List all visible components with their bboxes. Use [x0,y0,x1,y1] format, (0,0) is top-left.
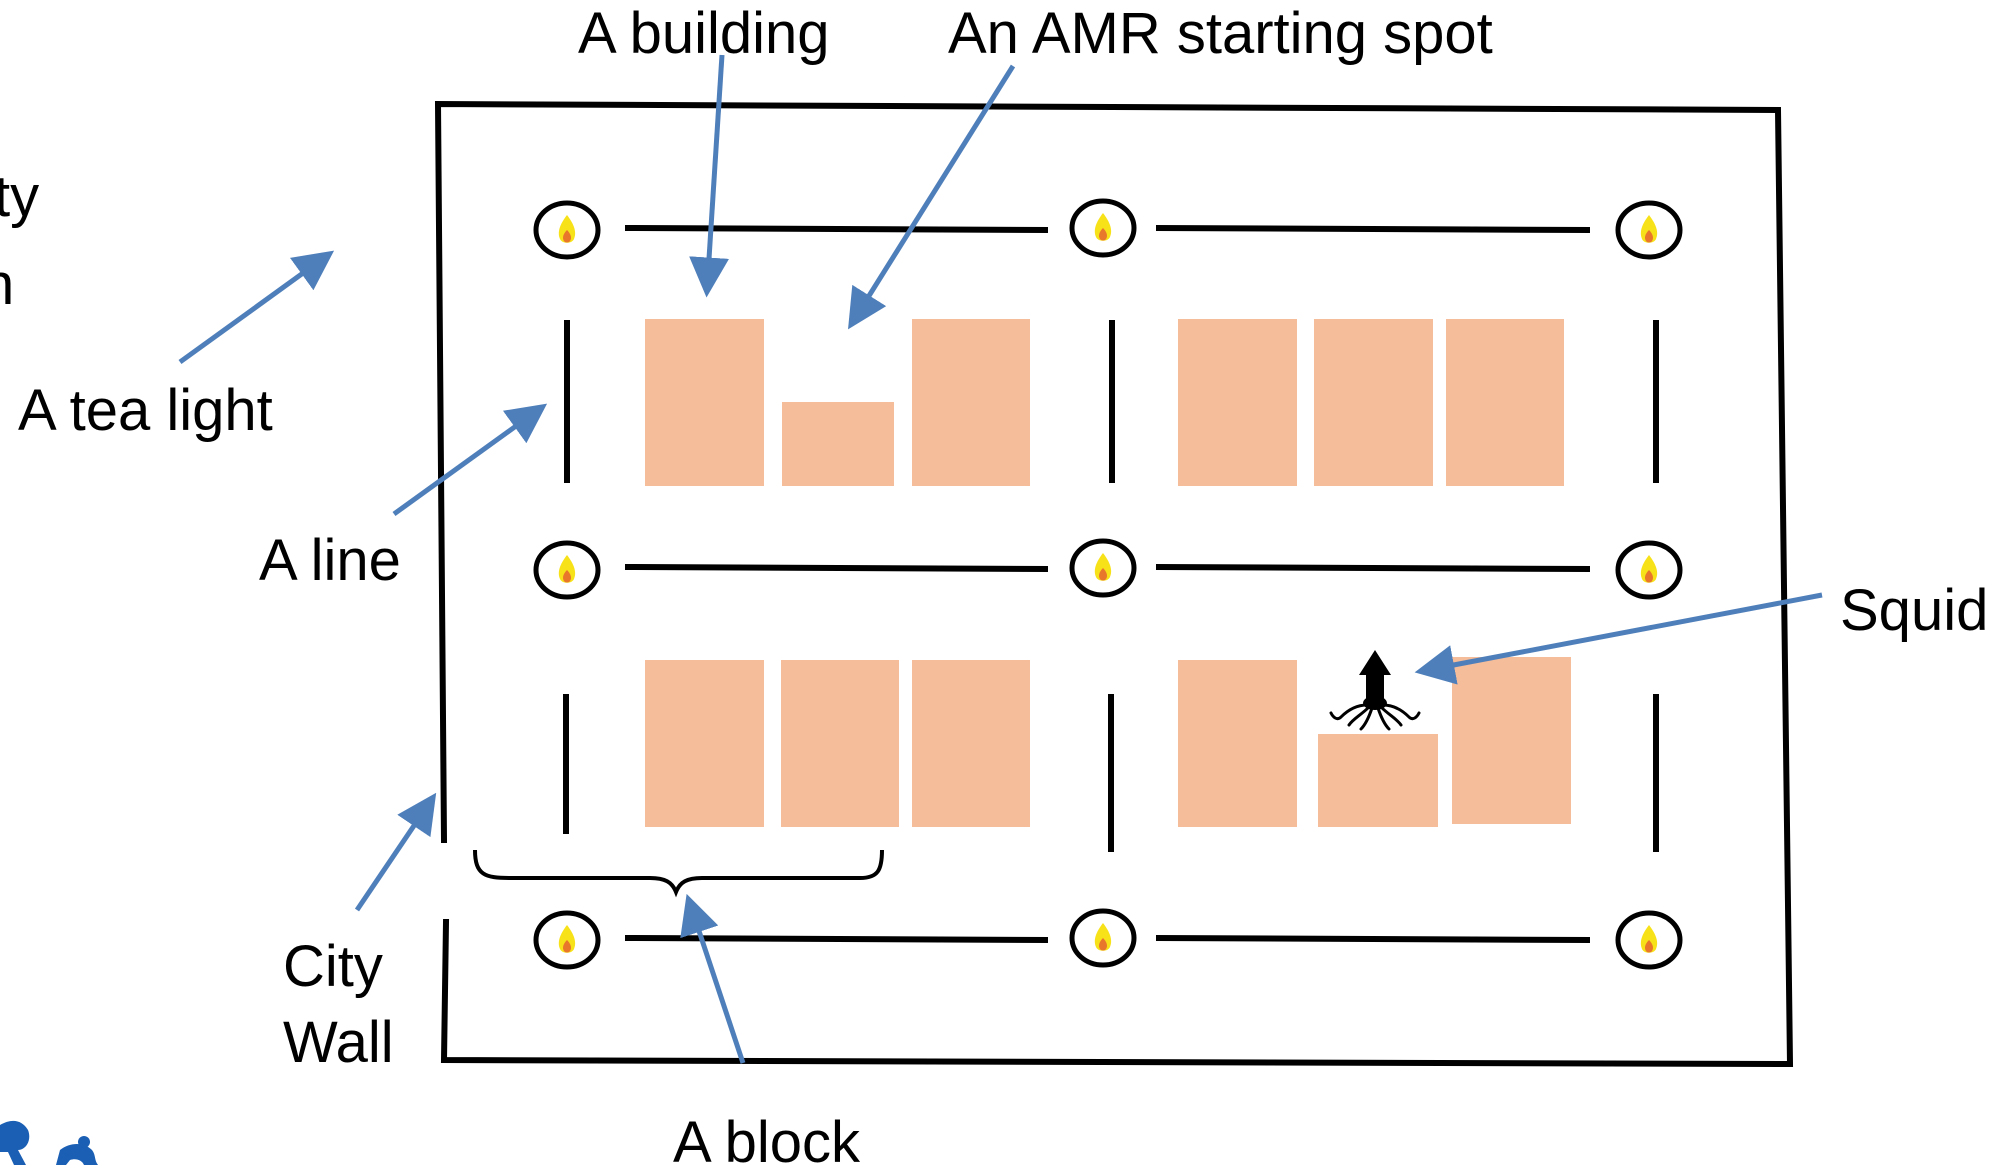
horizontal-lines [624,225,1591,943]
tea-light-icon [533,910,601,970]
tea-light-icon [1069,538,1137,598]
amr-starting-spot-building [782,402,894,486]
label-partial-2: n [0,252,14,317]
building [1178,319,1297,486]
tea-light-icon [533,200,601,260]
arrows [178,54,1823,1064]
building [1318,734,1438,827]
tea-light-icon [1615,540,1683,600]
city-wall [434,100,1794,1068]
arrow-line [392,403,548,517]
arrow-block [680,893,746,1064]
arrow-squid [1414,592,1823,685]
line [1155,564,1591,572]
tea-light-icon [1615,910,1683,970]
label-amr-start: An AMR starting spot [948,1,1493,66]
line [1155,225,1591,233]
label-line: A line [259,528,401,593]
arrow-city-wall [354,792,437,912]
label-squid: Squid [1840,578,1988,643]
arrow-tea-light [178,250,335,365]
building [1178,660,1297,827]
building [1446,319,1564,486]
building [645,660,764,827]
block-brace [473,849,884,898]
line [624,564,1049,572]
arrow-amr-start [848,64,1016,330]
label-partial-1: ty [0,164,39,229]
vertical-lines [563,320,1659,852]
label-city-wall-2: Wall [283,1010,394,1075]
line [1155,935,1591,943]
label-block: A block [673,1110,861,1165]
tea-light-icon [533,540,601,600]
building [645,319,764,486]
label-building: A building [578,1,830,66]
squid-icon [1329,650,1421,731]
building [1314,319,1433,486]
arrow-building [689,54,730,298]
tea-light-icon [1069,198,1137,258]
line [624,225,1049,233]
tea-light-icon [1069,908,1137,968]
logo-icon [0,1120,98,1165]
building [1452,657,1571,824]
label-tea-light: A tea light [18,378,273,443]
buildings [645,319,1571,827]
building [912,660,1030,827]
line [624,935,1049,943]
tea-lights [533,198,1683,970]
label-city-wall-1: City [283,934,383,999]
building [912,319,1030,486]
tea-light-icon [1615,200,1683,260]
building [781,660,899,827]
